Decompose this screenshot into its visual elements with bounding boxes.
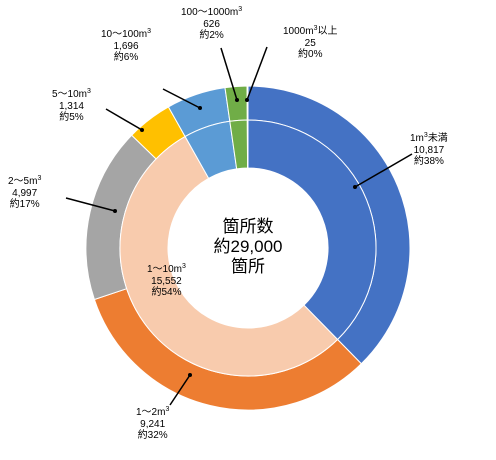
- center-label: 箇所数 約29,000 箇所: [198, 217, 298, 277]
- outer-slice-6: [246, 85, 249, 121]
- leader-1-2: [169, 374, 191, 406]
- leader-ge1000: [246, 46, 268, 101]
- leader-10-100: [162, 88, 201, 109]
- leader-10-100-dot: [198, 106, 202, 110]
- leader-100-1000-dot: [235, 98, 239, 102]
- center-label-line3: 箇所: [231, 257, 265, 276]
- leader-2-5: [65, 197, 116, 212]
- center-label-line1: 箇所数: [222, 217, 274, 236]
- leader-100-1000: [220, 47, 238, 101]
- leader-ge1000-dot: [245, 98, 249, 102]
- inner-ring: [119, 119, 377, 377]
- leader-lt1-dot: [353, 185, 357, 189]
- center-label-line2: 約29,000: [213, 237, 283, 256]
- inner-slice-4: [246, 119, 249, 169]
- donut-hole: [168, 168, 328, 328]
- leader-5-10: [105, 108, 143, 131]
- leader-5-10-dot: [140, 128, 144, 132]
- leader-1-2-dot: [188, 373, 192, 377]
- leader-lines: [65, 46, 413, 406]
- leader-2-5-dot: [113, 209, 117, 213]
- leader-lt1: [354, 153, 413, 188]
